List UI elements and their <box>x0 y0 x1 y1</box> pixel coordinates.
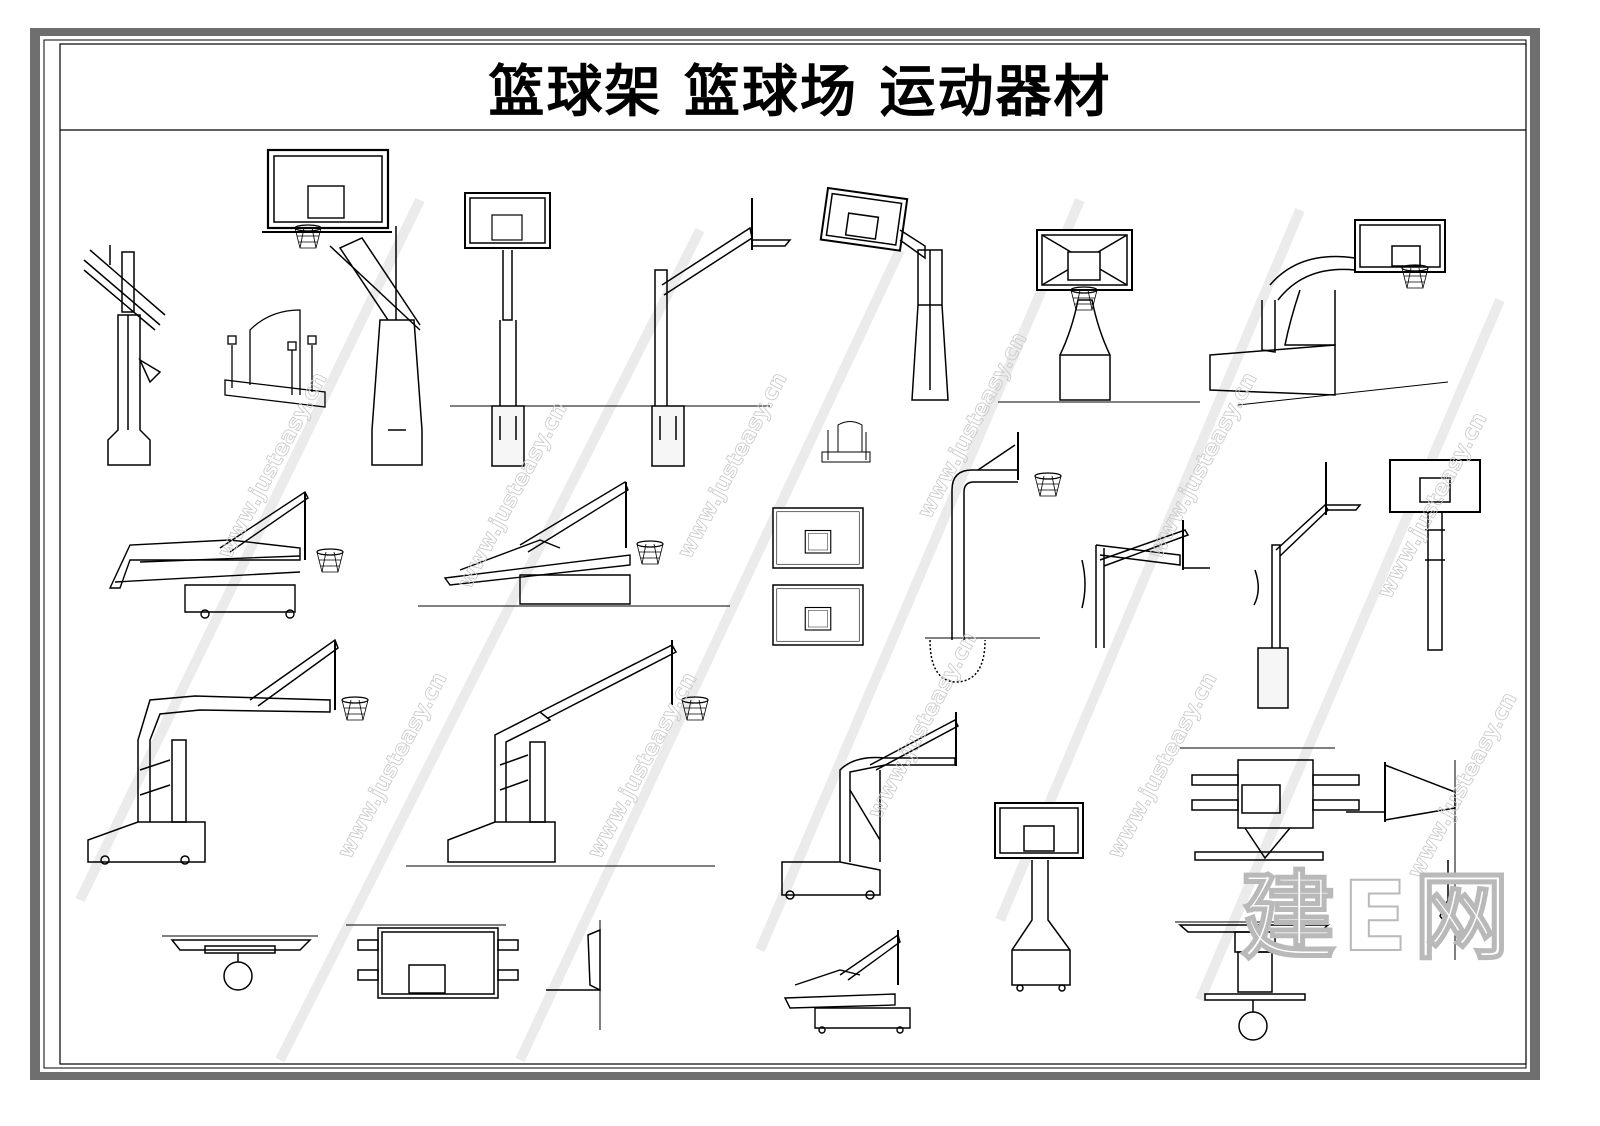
pole-base-bracket <box>224 309 326 408</box>
watermark-pattern <box>75 197 1505 1063</box>
backboard-front-large <box>346 924 519 999</box>
top-plan-small <box>162 935 318 991</box>
inner-frame <box>59 43 1527 1065</box>
anchor-bolt-detail <box>821 421 871 463</box>
arena-hoop-portable <box>1209 219 1449 406</box>
gooseneck-hoop <box>925 432 1040 683</box>
backboard-front-2 <box>772 584 864 646</box>
inground-hoop-large <box>262 148 423 466</box>
inground-adjustable-hoop <box>1253 462 1362 709</box>
portable-plan-view <box>1175 921 1330 1041</box>
portable-hoop-folded-1 <box>108 490 309 619</box>
inground-hoop-front <box>450 192 770 467</box>
truss-hoop <box>1081 520 1210 648</box>
wall-bracket-side <box>546 920 601 1030</box>
inground-hoop-side <box>651 198 792 467</box>
tall-hoop-front <box>1389 459 1481 651</box>
cantilever-hoop <box>819 186 949 401</box>
portable-hoop-large-2 <box>406 640 715 867</box>
pedestal-hoop-front <box>994 802 1084 992</box>
portable-hoop-large-1 <box>87 638 339 865</box>
backboard-front-1 <box>772 507 864 569</box>
portable-hoop-folded-3 <box>783 930 911 1034</box>
portable-hoop-outrigger <box>781 712 959 900</box>
portable-hoop-folded-2 <box>418 480 730 607</box>
brand-logo-watermark: 建E网 <box>1239 861 1516 973</box>
pedestal-hoop <box>998 229 1200 403</box>
hoop-plan-view <box>1180 747 1360 861</box>
page-title: 篮球架 篮球场 运动器材 <box>488 60 1112 125</box>
wall-mount-hoop <box>1346 760 1456 960</box>
hoop-stand-side-detail <box>83 245 166 466</box>
